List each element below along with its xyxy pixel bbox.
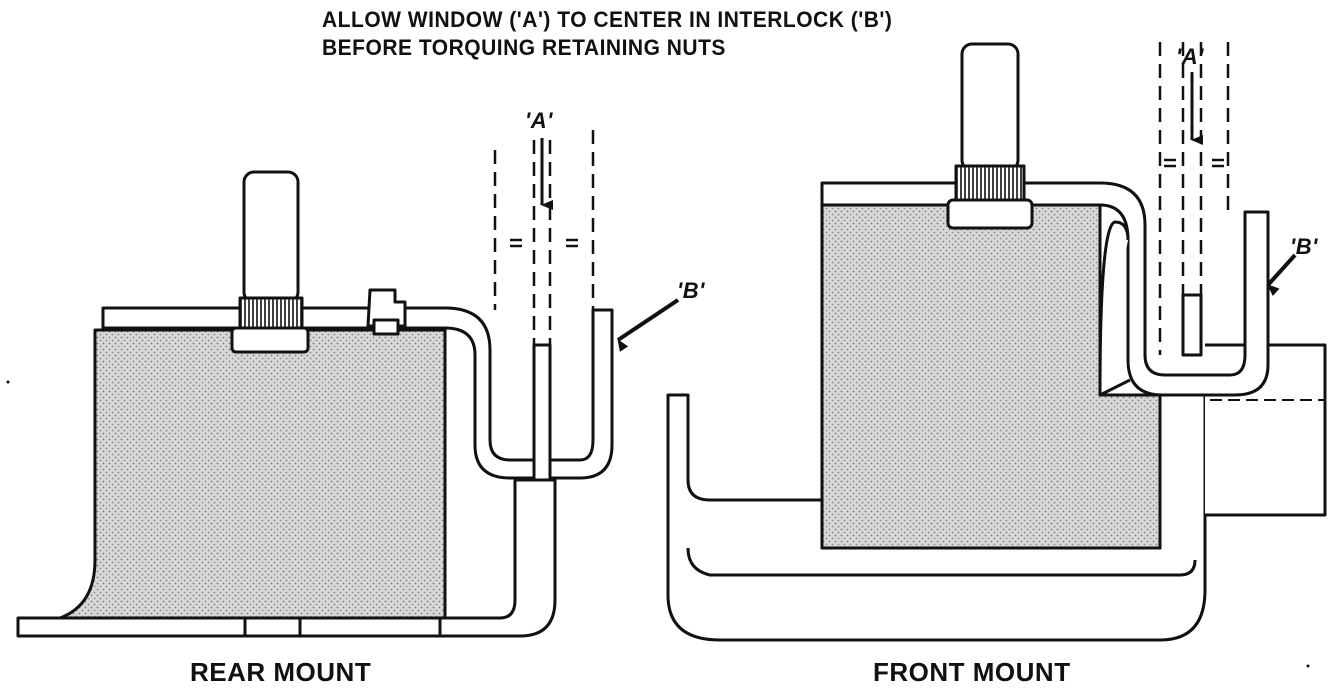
front-arrow-b [1266,253,1297,297]
front-nut [946,198,1034,230]
rear-base-plate [16,478,557,638]
rear-window-tongue [532,343,552,482]
front-mount-caption: FRONT MOUNT [873,657,1071,687]
front-stud [960,42,1020,172]
rear-arrow-b [616,298,680,352]
instruction-line-1: ALLOW WINDOW ('A') TO CENTER IN INTERLOC… [322,8,893,33]
front-outer-tray [666,393,1207,642]
front-label-a: 'A' [1176,44,1204,69]
rear-nut [230,326,310,354]
rear-mount [16,130,680,638]
front-mount [666,42,1327,642]
front-label-b: 'B' [1290,234,1318,259]
rear-mount-caption: REAR MOUNT [190,657,372,687]
instruction-line-2: BEFORE TORQUING RETAINING NUTS [322,36,726,61]
front-window-tongue [1181,293,1203,357]
rear-stud-knurl [238,296,304,332]
rear-label-a: 'A' [525,108,553,133]
rear-label-b: 'B' [677,278,705,303]
front-stud-knurl [954,164,1026,204]
rear-locator-tab [366,288,407,328]
rear-rubber-block [58,328,447,620]
rear-stud [242,170,300,304]
rear-top-plate [101,306,614,480]
